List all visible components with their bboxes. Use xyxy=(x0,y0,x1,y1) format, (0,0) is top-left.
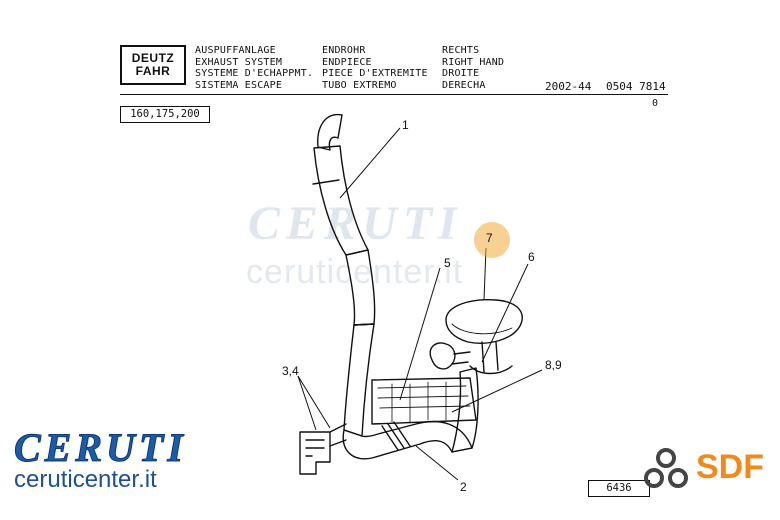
side-de: RECHTS xyxy=(442,45,480,56)
sdf-logo-icon xyxy=(644,448,688,488)
leader-2 xyxy=(415,445,459,481)
pipe-middle xyxy=(345,249,376,326)
header-column-group: AUSPUFFANLAGE EXHAUST SYSTEM SYSTEME D'E… xyxy=(195,45,313,91)
leader-34-b xyxy=(297,375,331,429)
part-en: ENDPIECE xyxy=(322,56,372,68)
callout-2: 2 xyxy=(460,480,467,494)
leader-34-a xyxy=(297,375,317,431)
side-en: RIGHT HAND xyxy=(442,56,505,68)
side-es: DERECHA xyxy=(442,79,486,91)
callout-1: 1 xyxy=(402,118,409,132)
leader-5 xyxy=(399,267,441,401)
dish xyxy=(445,298,523,344)
leader-1 xyxy=(339,127,401,199)
logo-line-2: FAHR xyxy=(135,64,171,78)
doc-date: 2002-44 xyxy=(545,80,592,93)
header-column-part: ENDROHR ENDPIECE PIECE D'EXTREMITE TUBO … xyxy=(322,45,428,91)
leader-89 xyxy=(451,369,543,413)
group-en: EXHAUST SYSTEM xyxy=(195,56,283,68)
callout-6: 6 xyxy=(528,250,535,264)
callout-7: 7 xyxy=(486,231,493,245)
turbo-outlet xyxy=(451,351,471,365)
dish-rim xyxy=(451,323,513,335)
watermark-brand: CERUTI xyxy=(248,197,463,250)
leader-6 xyxy=(481,263,529,363)
watermark-site: ceruticenter.it xyxy=(246,253,464,291)
dish-elbow xyxy=(469,365,513,375)
group-fr: SYSTEME D'ECHAPPMT. xyxy=(195,68,314,79)
bracket-arms xyxy=(329,423,347,447)
part-de: ENDROHR xyxy=(322,45,366,56)
callout-7-highlight xyxy=(474,222,510,258)
side-fr: DROITE xyxy=(442,68,480,79)
turbo xyxy=(429,342,456,370)
pipe-top-tip xyxy=(317,113,343,151)
doc-part-number: 0504 7814 xyxy=(606,80,666,93)
header-rule xyxy=(120,94,668,95)
doc-revision: 0 xyxy=(652,98,659,109)
callout-8-9: 8,9 xyxy=(545,358,562,372)
part-fr: PIECE D'EXTREMITE xyxy=(322,68,428,79)
pipe-rise xyxy=(451,367,479,453)
pipe-upper xyxy=(313,145,369,256)
group-es: SISTEMA ESCAPE xyxy=(195,79,283,91)
logo-line-1: DEUTZ xyxy=(131,51,175,65)
model-box: 160,175,200 xyxy=(120,106,210,123)
pipe-lower xyxy=(343,323,375,437)
pipe-seam xyxy=(312,179,340,185)
callout-3-4: 3,4 xyxy=(282,364,299,378)
dish-pipe xyxy=(481,341,499,373)
part-es: TUBO EXTREMO xyxy=(322,79,397,91)
engine-block xyxy=(371,377,477,425)
bracket xyxy=(299,431,331,475)
group-de: AUSPUFFANLAGE xyxy=(195,45,276,56)
callout-5: 5 xyxy=(444,256,451,270)
sdf-brand: SDF xyxy=(696,448,764,486)
ceruti-brand: CERUTI xyxy=(14,425,187,471)
ceruti-site: ceruticenter.it xyxy=(14,466,157,493)
clamp xyxy=(381,421,411,451)
engine-ribs xyxy=(377,385,471,409)
figure-number-box: 6436 xyxy=(588,480,650,497)
engine-studs xyxy=(391,381,447,423)
deutz-fahr-logo: DEUTZ FAHR xyxy=(120,45,186,85)
header-column-side: RECHTS RIGHT HAND DROITE DERECHA xyxy=(442,45,504,91)
